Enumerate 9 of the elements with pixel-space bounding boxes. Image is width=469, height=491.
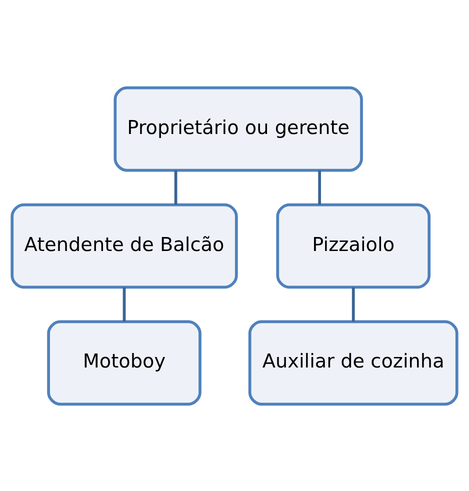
node-box: Pizzaiolo	[276, 202, 431, 288]
connector	[174, 170, 178, 204]
node-box: Motoboy	[47, 320, 202, 406]
connector	[352, 286, 355, 322]
node-box: Auxiliar de cozinha	[248, 320, 458, 406]
connector	[318, 170, 322, 204]
node-box: Proprietário ou gerente	[114, 86, 363, 172]
node-box: Atendente de Balcão	[10, 202, 238, 288]
connector	[122, 286, 126, 322]
